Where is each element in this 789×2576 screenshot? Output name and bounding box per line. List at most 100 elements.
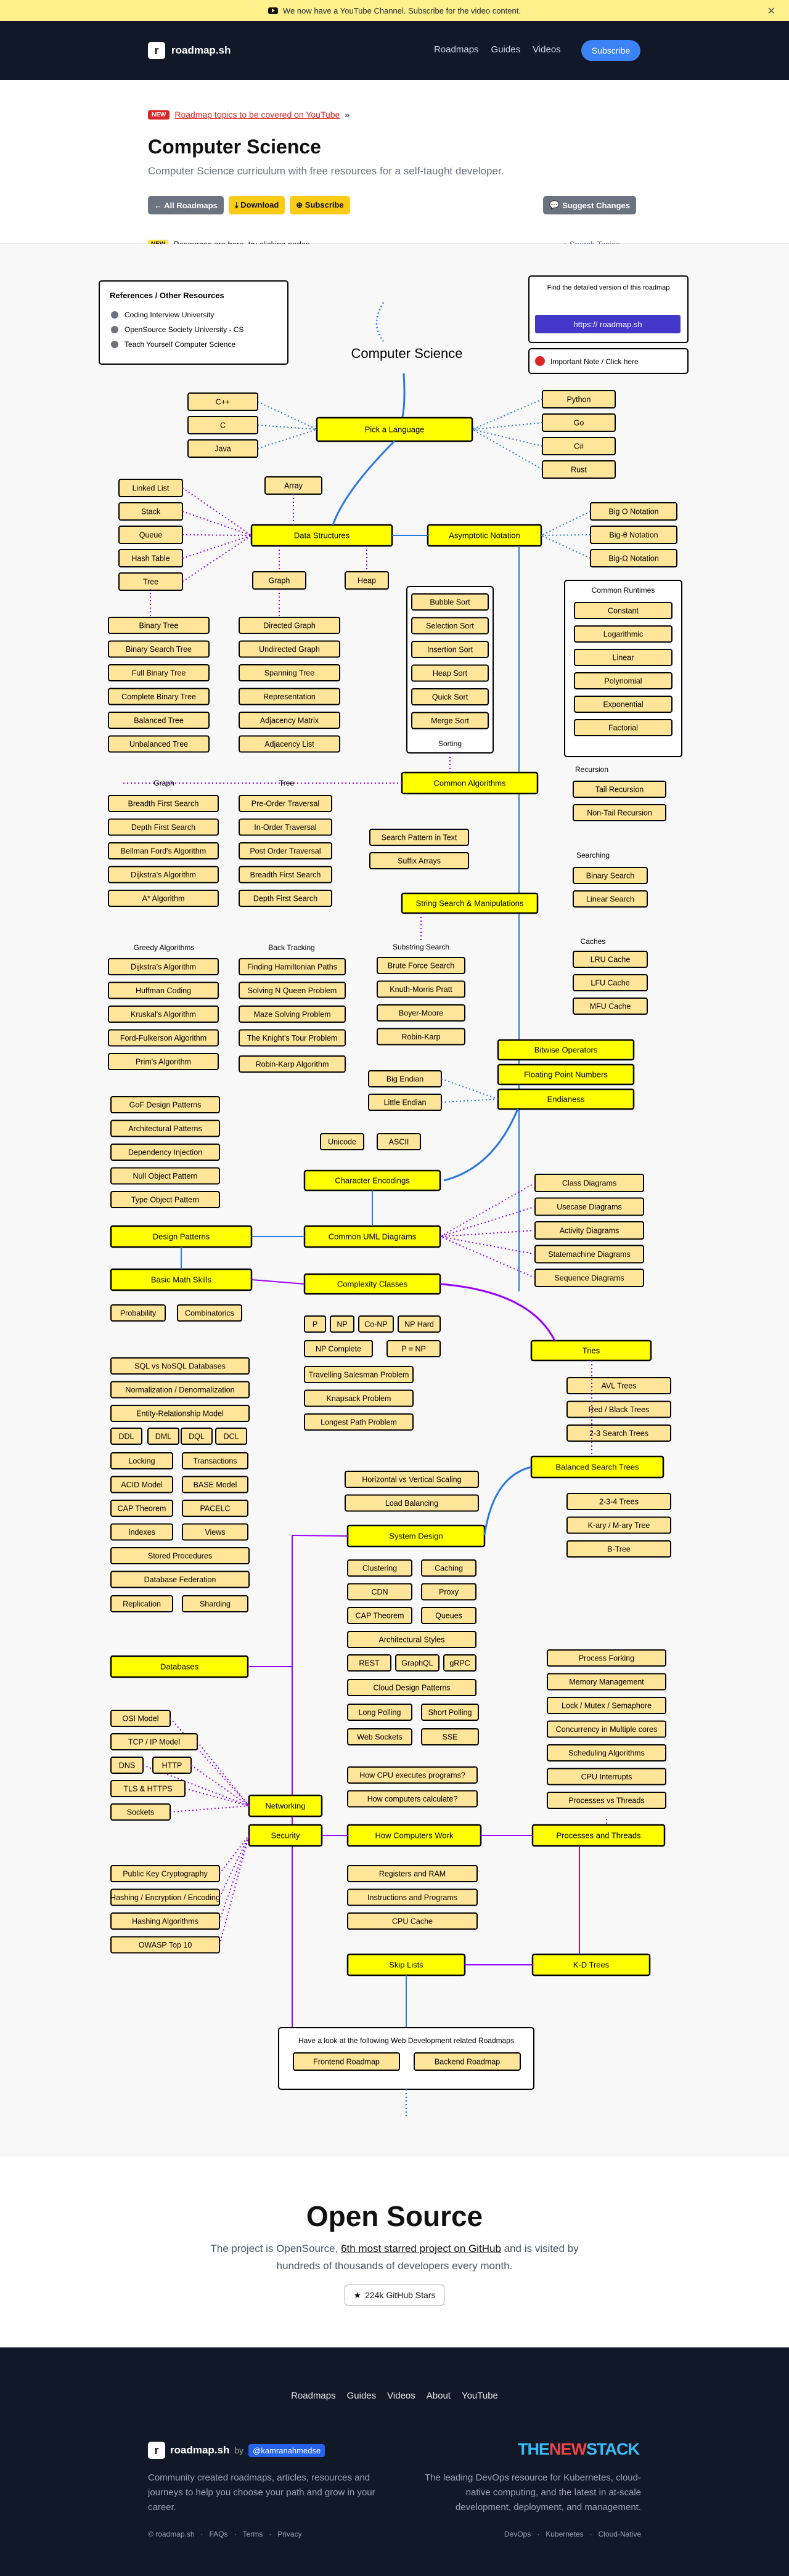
node-cdn[interactable]: CDN (347, 1583, 412, 1601)
node-data-structures[interactable]: Data Structures (250, 524, 393, 547)
node-caching[interactable]: Caching (421, 1559, 476, 1577)
node-adjacency-matrix[interactable]: Adjacency Matrix (239, 712, 340, 729)
node-tries[interactable]: Tries (530, 1339, 652, 1362)
node-grpc[interactable]: gRPC (443, 1654, 476, 1672)
node-stack[interactable]: Stack (118, 502, 183, 521)
node-concurrency-in-multiple-cores[interactable]: Concurrency in Multiple cores (547, 1720, 666, 1738)
node-python[interactable]: Python (542, 390, 616, 408)
node-pacelc[interactable]: PACELC (182, 1500, 248, 1517)
node-bitwise-operators[interactable]: Bitwise Operators (497, 1039, 635, 1061)
node-np[interactable]: NP (330, 1315, 354, 1333)
node-processes-vs-threads[interactable]: Processes vs Threads (547, 1792, 666, 1809)
node-dependency-injection[interactable]: Dependency Injection (110, 1144, 220, 1161)
node-robin-karp-algorithm[interactable]: Robin-Karp Algorithm (239, 1055, 346, 1073)
node-scheduling-algorithms[interactable]: Scheduling Algorithms (547, 1744, 666, 1761)
node-null-object-pattern[interactable]: Null Object Pattern (110, 1167, 220, 1185)
node-array[interactable]: Array (264, 476, 322, 495)
node-dijkstra-s-algorithm[interactable]: Dijkstra's Algorithm (108, 866, 219, 884)
node-string-search-manipulations[interactable]: String Search & Manipulations (401, 892, 539, 914)
node-sql-vs-nosql-databases[interactable]: SQL vs NoSQL Databases (110, 1357, 250, 1375)
node-endianess[interactable]: Endianess (497, 1088, 635, 1110)
node-kruskal-s-algorithm[interactable]: Kruskal's Algorithm (108, 1006, 219, 1023)
node-binary-search-tree[interactable]: Binary Search Tree (108, 640, 210, 658)
node-k-d-trees[interactable]: K-D Trees (531, 1953, 651, 1977)
node-exponential[interactable]: Exponential (574, 696, 672, 713)
node-directed-graph[interactable]: Directed Graph (239, 617, 340, 634)
tns-devops[interactable]: DevOps (504, 2530, 531, 2538)
node-memory-management[interactable]: Memory Management (547, 1673, 666, 1691)
node-travelling-salesman-problem[interactable]: Travelling Salesman Problem (304, 1366, 414, 1383)
node-non-tail-recursion[interactable]: Non-Tail Recursion (573, 804, 666, 821)
node-sequence-diagrams[interactable]: Sequence Diagrams (534, 1269, 644, 1287)
node-c[interactable]: C# (542, 437, 616, 455)
node-brute-force-search[interactable]: Brute Force Search (377, 957, 465, 974)
node-dijkstra-s-algorithm[interactable]: Dijkstra's Algorithm (108, 958, 219, 975)
node-rest[interactable]: REST (347, 1654, 391, 1672)
node-selection-sort[interactable]: Selection Sort (411, 617, 489, 635)
suggest-changes-button[interactable]: 💬Suggest Changes (543, 196, 636, 214)
node-cap-theorem[interactable]: CAP Theorem (110, 1500, 173, 1517)
node-security[interactable]: Security (248, 1824, 323, 1847)
node-search-pattern-in-text[interactable]: Search Pattern in Text (369, 829, 469, 846)
node-cap-theorem[interactable]: CAP Theorem (347, 1607, 412, 1624)
footer-roadmaps[interactable]: Roadmaps (291, 2391, 336, 2401)
node-big-o-notation[interactable]: Big O Notation (590, 502, 677, 521)
node-databases[interactable]: Databases (110, 1655, 249, 1678)
node-tail-recursion[interactable]: Tail Recursion (573, 781, 666, 798)
node-undirected-graph[interactable]: Undirected Graph (239, 640, 340, 658)
node-breadth-first-search[interactable]: Breadth First Search (239, 866, 332, 884)
node-hashing-algorithms[interactable]: Hashing Algorithms (110, 1912, 220, 1930)
node-hash-table[interactable]: Hash Table (118, 549, 183, 567)
node-common-uml-diagrams[interactable]: Common UML Diagrams (303, 1225, 441, 1248)
node-linear[interactable]: Linear (574, 649, 672, 666)
node-a-algorithm[interactable]: A* Algorithm (108, 890, 219, 907)
node-merge-sort[interactable]: Merge Sort (411, 712, 489, 729)
node-lru-cache[interactable]: LRU Cache (573, 951, 648, 968)
node-ford-fulkerson-algorithm[interactable]: Ford-Fulkerson Algorithm (108, 1029, 219, 1047)
node-complete-binary-tree[interactable]: Complete Binary Tree (108, 688, 210, 705)
node-suffix-arrays[interactable]: Suffix Arrays (369, 852, 469, 869)
node-indexes[interactable]: Indexes (110, 1523, 173, 1541)
nav-guides[interactable]: Guides (491, 44, 521, 55)
node-binary-search[interactable]: Binary Search (573, 867, 648, 884)
announcement-bar[interactable]: We now have a YouTube Channel. Subscribe… (0, 0, 789, 21)
node-dml[interactable]: DML (147, 1428, 179, 1445)
node-linear-search[interactable]: Linear Search (573, 890, 648, 908)
node-entity-relationship-model[interactable]: Entity-Relationship Model (110, 1405, 250, 1422)
node-knapsack-problem[interactable]: Knapsack Problem (304, 1389, 414, 1407)
node-post-order-traversal[interactable]: Post Order Traversal (239, 842, 332, 859)
node-bellman-ford-s-algorithm[interactable]: Bellman Ford's Algorithm (108, 842, 219, 859)
node-usecase-diagrams[interactable]: Usecase Diagrams (534, 1197, 644, 1216)
node-cloud-design-patterns[interactable]: Cloud Design Patterns (347, 1679, 476, 1696)
node-longest-path-problem[interactable]: Longest Path Problem (304, 1413, 414, 1431)
node-lfu-cache[interactable]: LFU Cache (573, 974, 648, 991)
node-knuth-morris-pratt[interactable]: Knuth-Morris Pratt (377, 980, 465, 998)
node-lock-mutex-semaphore[interactable]: Lock / Mutex / Semaphore (547, 1697, 666, 1714)
node-adjacency-list[interactable]: Adjacency List (239, 735, 340, 753)
node-locking[interactable]: Locking (110, 1452, 173, 1469)
node-base-model[interactable]: BASE Model (182, 1476, 248, 1493)
node-np-complete[interactable]: NP Complete (304, 1340, 373, 1357)
footer-privacy[interactable]: Privacy (277, 2530, 302, 2538)
node-go[interactable]: Go (542, 413, 616, 432)
node-gof-design-patterns[interactable]: GoF Design Patterns (110, 1096, 220, 1113)
announcement-text[interactable]: We now have a YouTube Channel. Subscribe… (283, 6, 521, 15)
node-maze-solving-problem[interactable]: Maze Solving Problem (239, 1006, 346, 1023)
footer-guides[interactable]: Guides (346, 2391, 377, 2401)
node-big-notation[interactable]: Big-θ Notation (590, 526, 677, 544)
node-representation[interactable]: Representation (239, 688, 340, 705)
node-queue[interactable]: Queue (118, 526, 183, 544)
all-roadmaps-button[interactable]: ← All Roadmaps (148, 196, 224, 214)
github-link[interactable]: 6th most starred project on GitHub (341, 2243, 501, 2254)
node-rust[interactable]: Rust (542, 460, 616, 479)
node-np-hard[interactable]: NP Hard (398, 1315, 441, 1333)
node-dns[interactable]: DNS (110, 1757, 144, 1774)
node-stored-procedures[interactable]: Stored Procedures (110, 1547, 250, 1564)
node-design-patterns[interactable]: Design Patterns (110, 1225, 253, 1248)
node-asymptotic-notation[interactable]: Asymptotic Notation (427, 524, 542, 547)
node-frontend-roadmap[interactable]: Frontend Roadmap (293, 2052, 400, 2071)
nav-roadmaps[interactable]: Roadmaps (434, 44, 479, 55)
node-cpu-cache[interactable]: CPU Cache (347, 1912, 478, 1930)
node-constant[interactable]: Constant (574, 602, 672, 619)
node-prim-s-algorithm[interactable]: Prim's Algorithm (108, 1053, 219, 1070)
